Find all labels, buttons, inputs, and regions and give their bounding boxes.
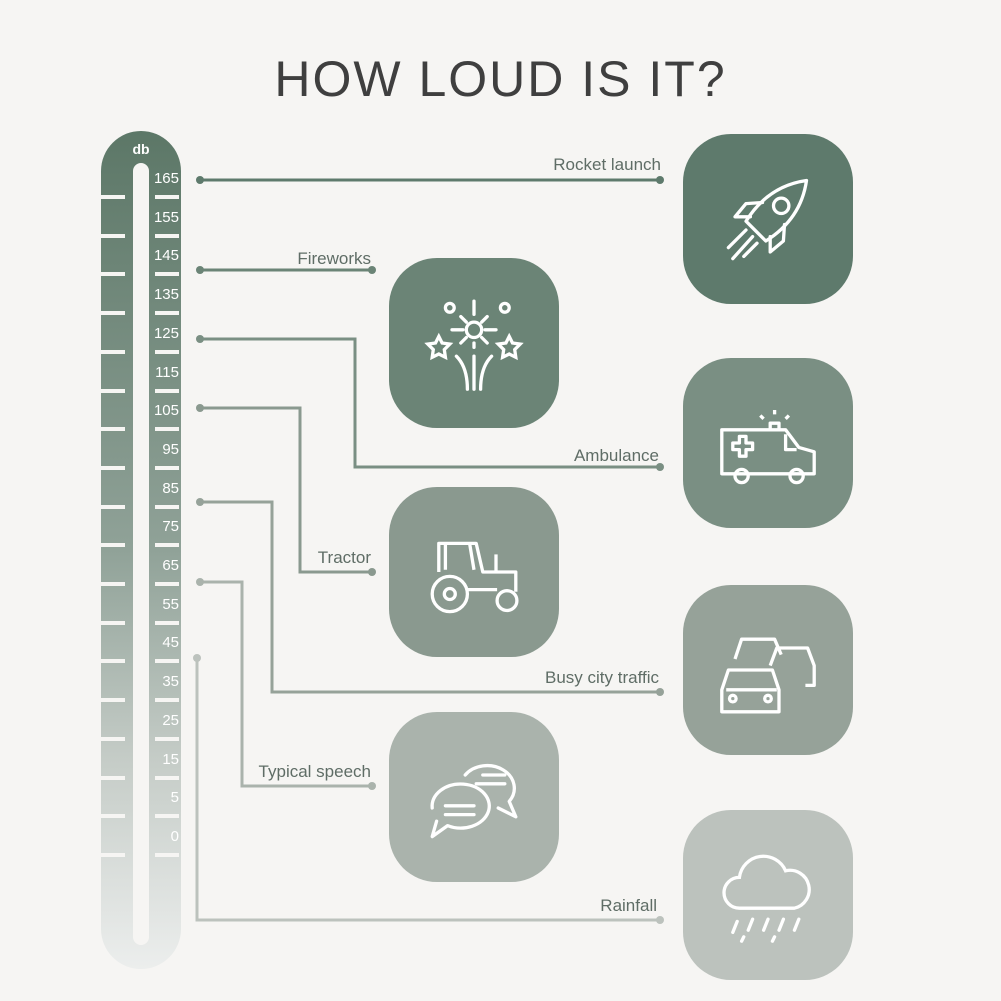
connector-rainfall	[195, 658, 660, 922]
connector-tractor	[200, 406, 372, 574]
tick-label: 25	[162, 711, 179, 729]
tick-mark	[155, 388, 179, 393]
tick-label: 15	[162, 750, 179, 768]
tick-mark	[101, 272, 125, 277]
tick-mark	[101, 233, 125, 238]
tick-mark	[155, 427, 179, 432]
label-tractor: Tractor	[317, 548, 371, 567]
tick-mark	[101, 698, 125, 703]
tick-label: 165	[153, 170, 179, 187]
tick-label: 45	[162, 634, 179, 652]
label-rocket-launch: Rocket launch	[553, 155, 661, 174]
ambulance-tile	[683, 358, 853, 528]
tick-mark	[155, 543, 179, 548]
tick-mark	[101, 504, 125, 509]
label-ambulance: Ambulance	[573, 446, 659, 465]
page-title: HOW LOUD IS IT?	[274, 51, 727, 107]
rocket-icon	[726, 178, 809, 261]
tick-mark	[155, 852, 179, 857]
tick-mark	[155, 195, 179, 199]
thermometer-tube	[133, 163, 149, 945]
tick-label: 55	[162, 595, 179, 613]
tick-mark	[155, 620, 179, 625]
rainfall-tile	[683, 810, 853, 980]
tick-mark	[101, 388, 125, 393]
label-fireworks: Fireworks	[297, 249, 371, 268]
tick-mark	[155, 582, 179, 586]
tick-label: 145	[153, 247, 179, 265]
tick-label: 75	[162, 518, 179, 536]
ambulance-icon	[720, 410, 816, 485]
tick-label: 65	[162, 557, 179, 574]
tick-mark	[155, 659, 179, 664]
tick-mark	[155, 272, 179, 277]
tick-mark	[155, 311, 179, 316]
rain-cloud-icon	[722, 854, 811, 943]
connector-traffic	[200, 500, 660, 694]
tick-mark	[155, 504, 179, 509]
tick-mark	[101, 620, 125, 625]
tick-mark	[101, 852, 125, 857]
tick-mark	[101, 427, 125, 432]
unit-label: db	[132, 141, 150, 157]
connector-ambulance	[200, 337, 660, 469]
traffic-tile	[683, 585, 853, 755]
tick-label: 35	[162, 673, 179, 691]
tick-mark	[155, 349, 179, 354]
tick-mark	[101, 349, 125, 354]
rocket-tile	[683, 134, 853, 304]
tick-mark	[155, 814, 179, 819]
tick-label: 135	[153, 286, 179, 304]
tick-mark	[101, 465, 125, 470]
tick-mark	[101, 311, 125, 316]
tick-mark	[101, 543, 125, 548]
tick-mark	[155, 465, 179, 470]
connector-speech	[200, 580, 372, 788]
traffic-icon	[720, 637, 816, 714]
fireworks-icon	[424, 299, 524, 391]
tick-mark	[101, 195, 125, 199]
label-rainfall: Rainfall	[600, 896, 657, 915]
tick-label: 85	[162, 479, 179, 497]
fireworks-tile	[389, 258, 559, 428]
tick-label: 105	[153, 402, 179, 420]
tick-mark	[101, 775, 125, 780]
tick-label: 95	[162, 440, 179, 458]
tick-mark	[155, 736, 179, 741]
tick-label: 5	[170, 789, 179, 807]
tick-mark	[101, 736, 125, 741]
speech-tile	[389, 712, 559, 882]
tick-mark	[101, 582, 125, 586]
tick-mark	[155, 775, 179, 780]
tick-label: 115	[155, 363, 179, 381]
tick-mark	[155, 233, 179, 238]
label-busy-city-traffic: Busy city traffic	[545, 668, 659, 687]
tractor-icon	[430, 541, 519, 614]
speech-bubbles-icon	[430, 763, 518, 839]
tick-label: 0	[170, 827, 179, 845]
tick-mark	[101, 814, 125, 819]
tick-label: 155	[153, 208, 179, 226]
tick-mark	[101, 659, 125, 664]
label-typical-speech: Typical speech	[258, 762, 371, 781]
tick-mark	[155, 698, 179, 703]
tick-label: 125	[153, 324, 179, 342]
tractor-tile	[389, 487, 559, 657]
